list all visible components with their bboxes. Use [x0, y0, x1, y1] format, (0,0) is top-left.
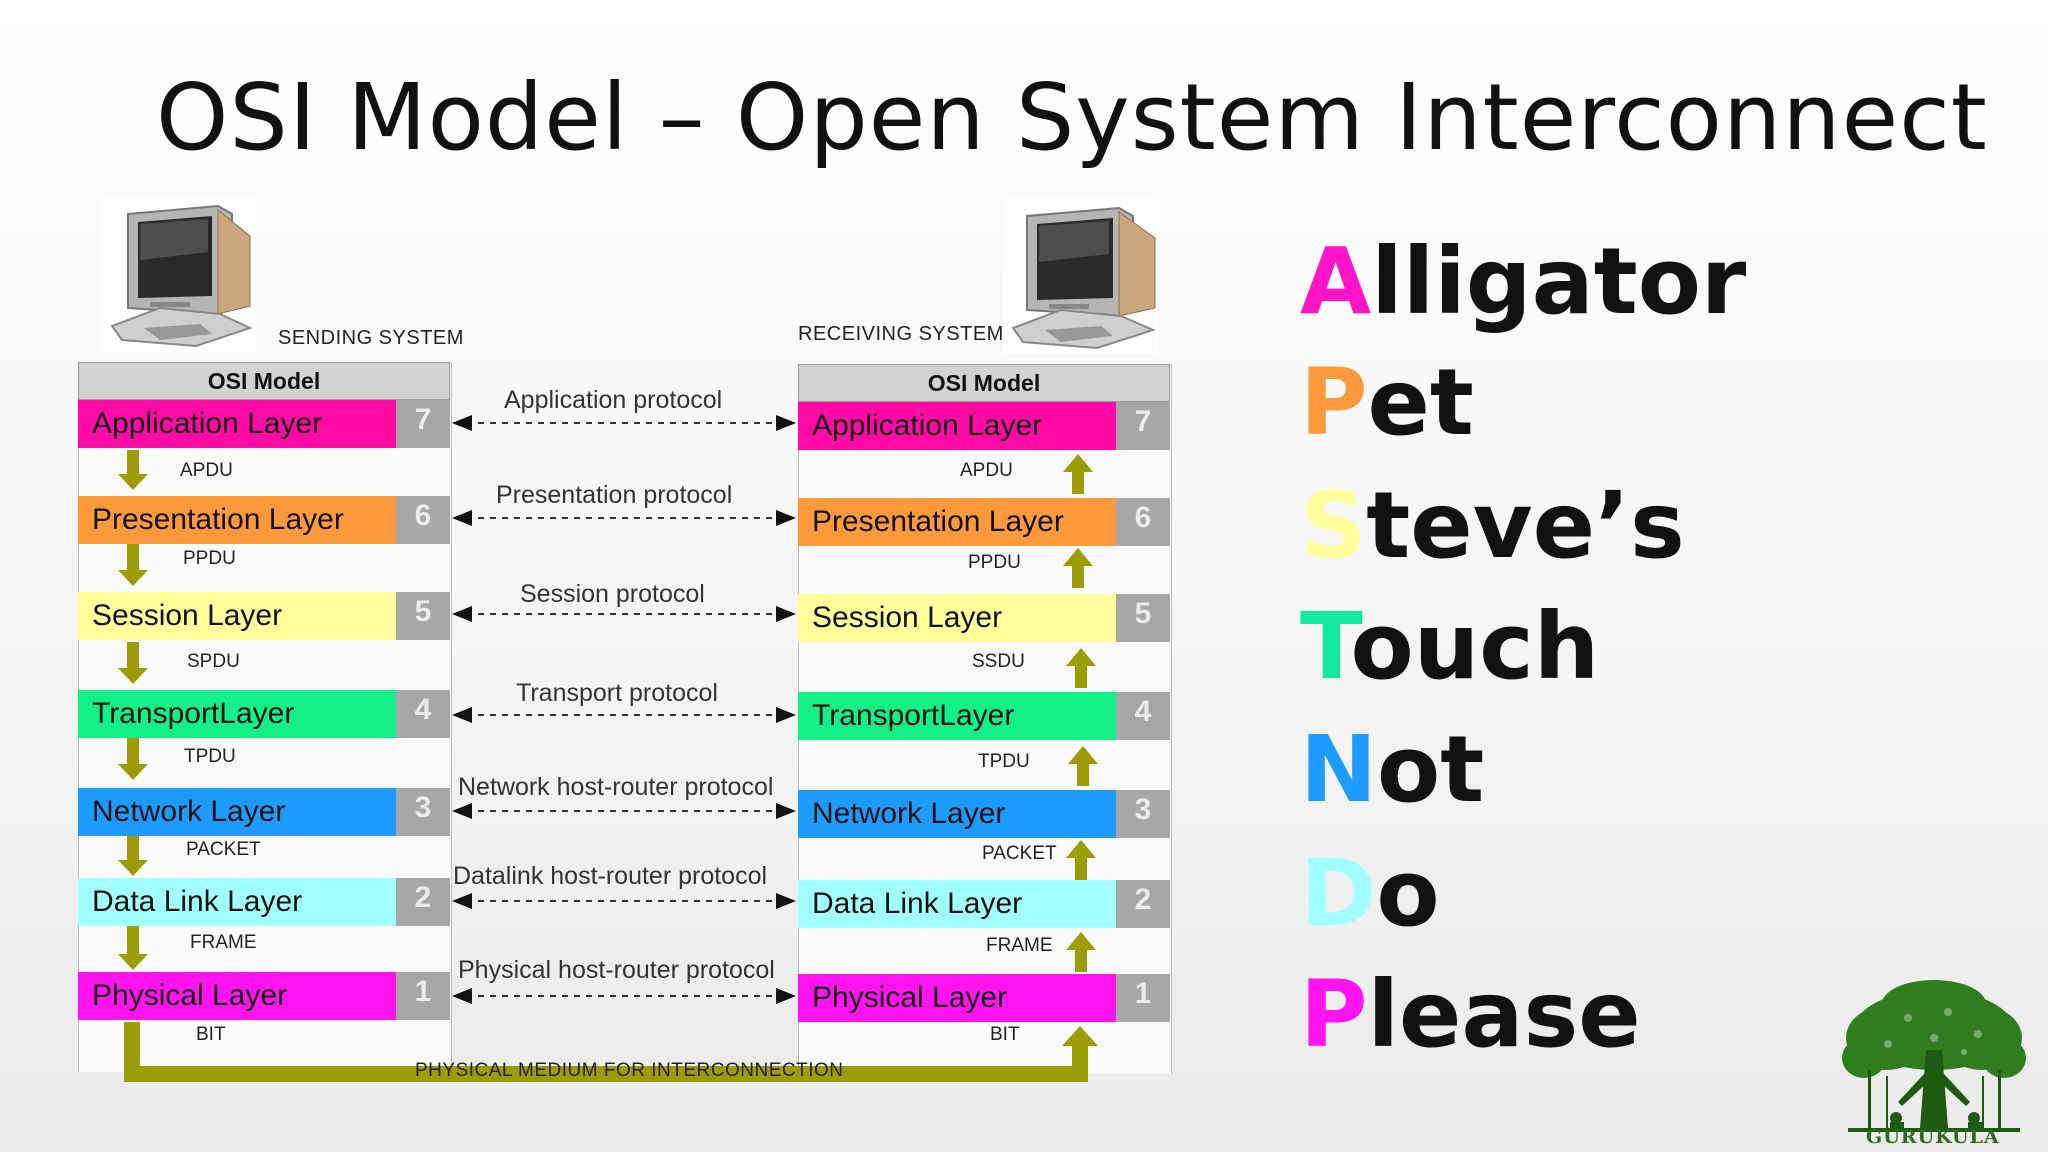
send-pdu-ppdu: PPDU — [183, 548, 236, 569]
protocol-label-datalink: Datalink host-router protocol — [453, 862, 768, 890]
send-pdu-bit: BIT — [196, 1024, 226, 1045]
mnemonic-initial: N — [1300, 716, 1377, 823]
recv-pdu-tpdu: TPDU — [978, 751, 1030, 772]
recv-pdu-ppdu: PPDU — [968, 552, 1021, 573]
sending-physical-layer: Physical Layer 1 — [78, 972, 450, 1020]
receiving-application-layer: Application Layer 7 — [798, 402, 1170, 450]
receiving-system-label: RECEIVING SYSTEM — [798, 323, 1004, 345]
gurukula-logo-text: GURUKULA — [1866, 1126, 2000, 1148]
recv-pdu-ssdu: SSDU — [972, 651, 1025, 672]
mnemonic-touch: Touch — [1300, 601, 1599, 693]
layer-number: 5 — [1116, 594, 1170, 642]
sending-system-label: SENDING SYSTEM — [278, 327, 464, 349]
mnemonic-steves: Steve’s — [1300, 480, 1685, 572]
layer-number: 2 — [1116, 880, 1170, 928]
receiving-presentation-layer: Presentation Layer 6 — [798, 498, 1170, 546]
mnemonic-rest: et — [1367, 349, 1474, 456]
layer-number: 1 — [1116, 974, 1170, 1022]
recv-up-arrow-2 — [1066, 932, 1096, 972]
layer-number: 3 — [396, 788, 450, 836]
gurukula-tree-logo — [1842, 980, 2026, 1132]
recv-up-arrow-6 — [1063, 548, 1093, 588]
recv-pdu-bit: BIT — [990, 1024, 1020, 1045]
recv-up-arrow-4 — [1068, 746, 1098, 786]
recv-pdu-frame: FRAME — [986, 935, 1053, 956]
physical-medium-label: PHYSICAL MEDIUM FOR INTERCONNECTION — [415, 1060, 844, 1081]
layer-number: 6 — [1116, 498, 1170, 546]
sending-data-link-layer: Data Link Layer 2 — [78, 878, 450, 926]
sending-osi-header: OSI Model — [78, 362, 450, 400]
layer-number: 5 — [396, 592, 450, 640]
layer-number: 7 — [396, 400, 450, 448]
protocol-label-application: Application protocol — [504, 386, 723, 414]
recv-up-arrow-5 — [1066, 648, 1096, 688]
protocol-label-network: Network host-router protocol — [458, 773, 774, 801]
mnemonic-alligator: Alligator — [1300, 236, 1746, 328]
protocol-label-presentation: Presentation protocol — [496, 481, 733, 509]
mnemonic-rest: lease — [1367, 961, 1641, 1068]
send-pdu-spdu: SPDU — [187, 651, 240, 672]
receiving-osi-stack: OSI Model Application Layer 7 Presentati… — [798, 364, 1172, 1124]
page-title: OSI Model – Open System Interconnect — [156, 64, 1988, 171]
mnemonic-initial: A — [1300, 228, 1372, 335]
recv-pdu-packet: PACKET — [982, 843, 1057, 864]
protocol-label-transport: Transport protocol — [516, 679, 718, 707]
receiving-data-link-layer: Data Link Layer 2 — [798, 880, 1170, 928]
mnemonic-do: Do — [1300, 848, 1440, 940]
receiving-network-layer: Network Layer 3 — [798, 790, 1170, 838]
sending-computer-icon — [100, 196, 256, 352]
receiving-session-layer: Session Layer 5 — [798, 594, 1170, 642]
sending-session-layer: Session Layer 5 — [78, 592, 450, 640]
mnemonic-not: Not — [1300, 724, 1484, 816]
layer-number: 6 — [396, 496, 450, 544]
physical-medium-connector — [124, 1022, 1098, 1082]
receiving-osi-header: OSI Model — [798, 364, 1170, 402]
mnemonic-initial: S — [1300, 472, 1367, 579]
sending-transport-layer: TransportLayer 4 — [78, 690, 450, 738]
sending-osi-stack: OSI Model Application Layer 7 Presentati… — [78, 362, 452, 1122]
send-pdu-tpdu: TPDU — [184, 746, 236, 767]
layer-number: 4 — [396, 690, 450, 738]
sending-application-layer: Application Layer 7 — [78, 400, 450, 448]
protocol-label-session: Session protocol — [520, 580, 705, 608]
receiving-computer-icon — [1003, 198, 1159, 354]
layer-number: 1 — [396, 972, 450, 1020]
mnemonic-initial: P — [1300, 961, 1368, 1068]
send-down-arrow-2 — [118, 926, 148, 970]
mnemonic-initial: D — [1300, 840, 1377, 947]
receiving-transport-layer: TransportLayer 4 — [798, 692, 1170, 740]
receiving-physical-layer: Physical Layer 1 — [798, 974, 1170, 1022]
mnemonic-rest: lligator — [1371, 228, 1747, 335]
send-down-arrow-4 — [118, 738, 148, 780]
mnemonic-rest: ot — [1377, 716, 1485, 823]
mnemonic-pet: Pet — [1300, 357, 1474, 449]
mnemonic-rest: teve’s — [1366, 472, 1685, 579]
send-pdu-packet: PACKET — [186, 839, 261, 860]
recv-pdu-apdu: APDU — [960, 460, 1013, 481]
sending-network-layer: Network Layer 3 — [78, 788, 450, 836]
send-down-arrow-6 — [118, 544, 148, 586]
protocol-label-physical: Physical host-router protocol — [458, 956, 775, 984]
send-down-arrow-5 — [118, 642, 148, 684]
recv-up-arrow-7 — [1063, 454, 1093, 494]
mnemonic-please: Please — [1300, 969, 1641, 1061]
mnemonic-initial: P — [1300, 349, 1368, 456]
send-down-arrow-7 — [118, 450, 148, 490]
layer-number: 2 — [396, 878, 450, 926]
mnemonic-rest: ouch — [1350, 593, 1600, 700]
send-pdu-apdu: APDU — [180, 460, 233, 481]
send-down-arrow-3 — [118, 836, 148, 876]
layer-number: 4 — [1116, 692, 1170, 740]
layer-number: 3 — [1116, 790, 1170, 838]
sending-presentation-layer: Presentation Layer 6 — [78, 496, 450, 544]
send-pdu-frame: FRAME — [190, 932, 257, 953]
mnemonic-initial: T — [1300, 593, 1351, 700]
recv-up-arrow-3 — [1066, 840, 1096, 880]
layer-number: 7 — [1116, 402, 1170, 450]
mnemonic-rest: o — [1376, 840, 1440, 947]
